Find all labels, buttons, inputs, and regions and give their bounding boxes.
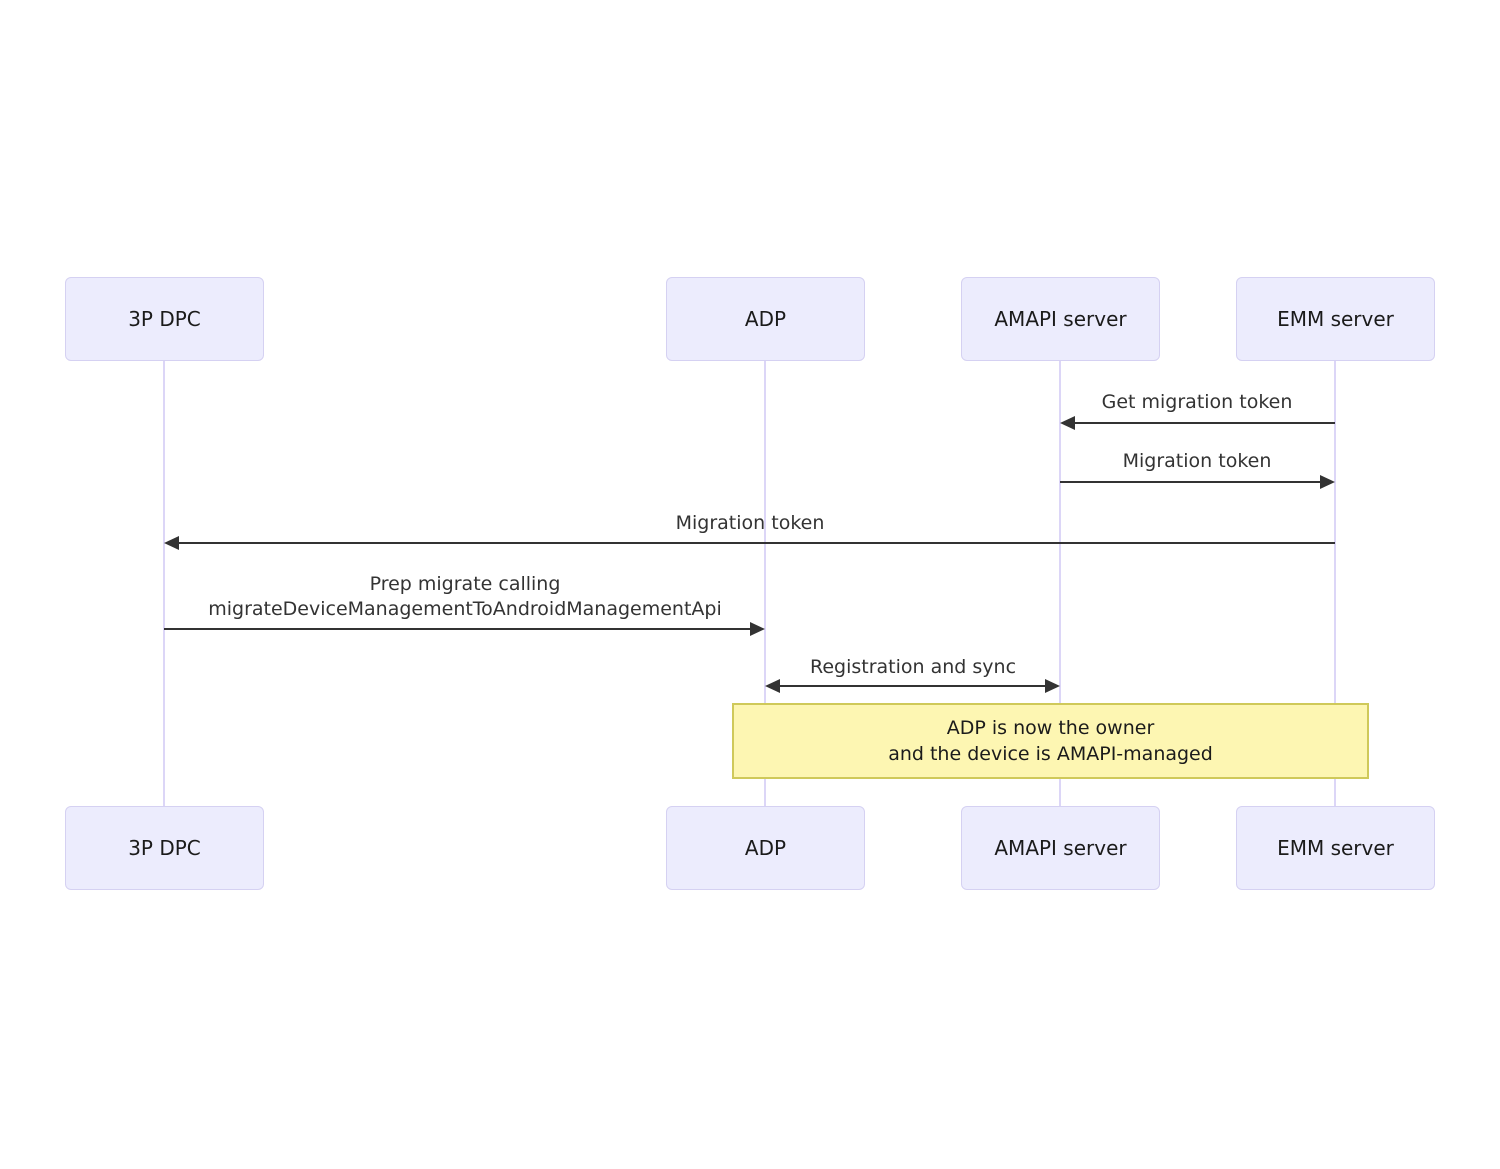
message-arrow-m5 xyxy=(765,679,1060,693)
note-box-n1: ADP is now the owner and the device is A… xyxy=(732,703,1369,779)
message-label-m4: Prep migrate calling migrateDeviceManage… xyxy=(208,573,722,621)
lifeline-amapi xyxy=(1059,361,1061,806)
message-arrow-m1 xyxy=(1060,416,1335,430)
actor-box-bottom-emm[interactable]: EMM server xyxy=(1236,806,1435,890)
actor-box-bottom-amapi[interactable]: AMAPI server xyxy=(961,806,1160,890)
actor-label: 3P DPC xyxy=(128,307,201,331)
actor-box-bottom-dpc[interactable]: 3P DPC xyxy=(65,806,264,890)
message-label-m2: Migration token xyxy=(1122,450,1272,472)
message-arrow-m4 xyxy=(164,622,765,636)
message-arrow-m3 xyxy=(164,536,1335,550)
lifeline-dpc xyxy=(163,361,165,806)
message-label-m5: Registration and sync xyxy=(809,656,1017,678)
lifeline-adp xyxy=(764,361,766,806)
lifeline-emm xyxy=(1334,361,1336,806)
actor-label: 3P DPC xyxy=(128,836,201,860)
message-label-m1: Get migration token xyxy=(1101,391,1293,413)
actor-box-top-dpc[interactable]: 3P DPC xyxy=(65,277,264,361)
actor-label: EMM server xyxy=(1277,307,1394,331)
actor-label: ADP xyxy=(744,836,787,860)
actor-box-top-amapi[interactable]: AMAPI server xyxy=(961,277,1160,361)
actor-label: ADP xyxy=(744,307,787,331)
actor-label: AMAPI server xyxy=(994,307,1127,331)
actor-label: EMM server xyxy=(1277,836,1394,860)
actor-label: AMAPI server xyxy=(994,836,1127,860)
message-arrow-m2 xyxy=(1060,475,1335,489)
actor-box-top-adp[interactable]: ADP xyxy=(666,277,865,361)
actor-box-bottom-adp[interactable]: ADP xyxy=(666,806,865,890)
note-text: ADP is now the owner and the device is A… xyxy=(888,716,1213,765)
actor-box-top-emm[interactable]: EMM server xyxy=(1236,277,1435,361)
message-label-m3: Migration token xyxy=(675,512,825,534)
